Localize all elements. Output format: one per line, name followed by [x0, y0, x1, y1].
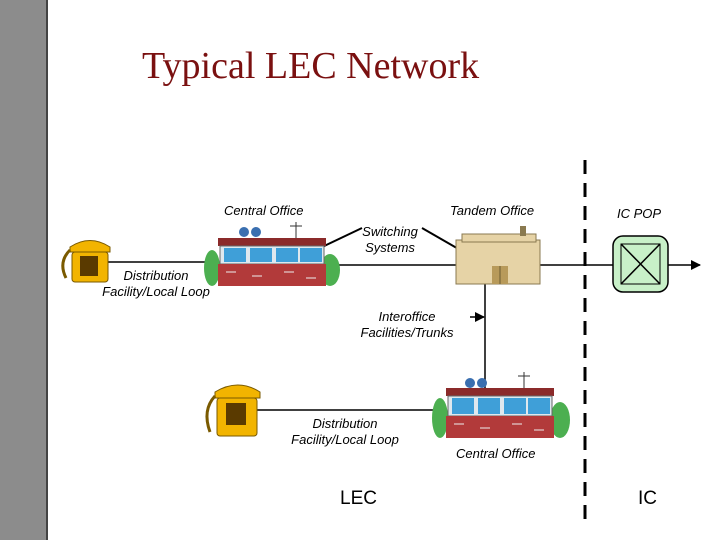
distribution-top-line2: Facility/Local Loop	[102, 284, 210, 299]
interoffice-line2: Facilities/Trunks	[360, 325, 454, 340]
telephone-icon-top	[61, 240, 111, 283]
central-office-bottom-label: Central Office	[456, 446, 536, 461]
slide-title: Typical LEC Network	[142, 45, 480, 87]
switching-label-line2: Systems	[365, 240, 415, 255]
telephone-icon-bottom	[205, 384, 261, 437]
distribution-top-label: Distribution Facility/Local Loop	[88, 268, 224, 300]
lec-label: LEC	[340, 488, 377, 509]
distribution-bottom-label: Distribution Facility/Local Loop	[278, 416, 412, 448]
tandem-office-label: Tandem Office	[450, 203, 535, 218]
interoffice-label: Interoffice Facilities/Trunks	[346, 309, 468, 341]
switching-systems-label: Switching Systems	[340, 224, 440, 256]
central-office-top-label: Central Office	[224, 203, 304, 218]
interoffice-line1: Interoffice	[378, 309, 436, 324]
distribution-bottom-line2: Facility/Local Loop	[291, 432, 399, 447]
ic-pop-box	[612, 235, 669, 293]
central-office-building-bottom	[432, 372, 570, 438]
central-office-building-top	[204, 222, 340, 286]
tandem-office-building	[455, 226, 541, 285]
left-side-bar	[0, 0, 48, 540]
distribution-bottom-line1: Distribution	[312, 416, 378, 431]
ic-pop-label: IC POP	[617, 206, 662, 221]
ic-label: IC	[638, 488, 657, 509]
distribution-top-line1: Distribution	[123, 268, 189, 283]
switching-label-line1: Switching	[362, 224, 418, 239]
